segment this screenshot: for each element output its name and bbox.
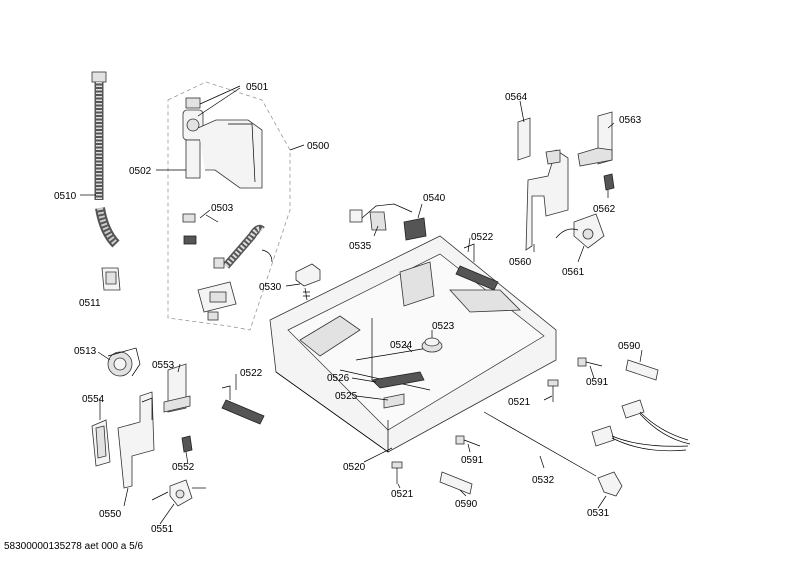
part-drain-hose (91, 71, 120, 248)
part-0550-bracket (117, 391, 155, 489)
assembly-outline-0500 (167, 81, 291, 331)
label-0503: 0503 (211, 203, 234, 214)
label-0535: 0535 (349, 241, 372, 252)
label-0560: 0560 (509, 257, 532, 268)
label-0524: 0524 (390, 340, 413, 351)
label-0551: 0551 (151, 524, 174, 535)
part-0553-bracket (163, 363, 191, 413)
label-0521-bottom: 0521 (391, 489, 414, 500)
label-0521-right: 0521 (508, 397, 531, 408)
label-0562: 0562 (593, 204, 616, 215)
part-cable-0535 (349, 203, 427, 241)
document-footer-code: 58300000135278 aet 000 a 5/6 (4, 541, 144, 552)
part-hose-clip (101, 267, 121, 291)
part-0590-strip-right (625, 359, 659, 381)
part-screw-0521-bottom (391, 461, 403, 484)
label-0522-top: 0522 (471, 232, 494, 243)
part-0551-sensor (151, 479, 206, 507)
part-0590-strip-bottom (439, 471, 473, 495)
label-0564: 0564 (505, 92, 528, 103)
part-0554-cover (91, 419, 111, 467)
label-0523: 0523 (432, 321, 455, 332)
part-pump-bracket (197, 281, 237, 321)
label-0590-right: 0590 (618, 341, 641, 352)
leader-lines (80, 85, 643, 525)
part-0530-plug (295, 263, 321, 301)
label-0531: 0531 (587, 508, 610, 519)
part-0560-bracket (517, 117, 569, 251)
part-screw-0521-right (547, 379, 559, 402)
part-base-tub (269, 235, 557, 453)
label-0522-left: 0522 (240, 368, 263, 379)
label-0510: 0510 (54, 191, 77, 202)
part-0563-bracket (577, 111, 615, 191)
label-0525: 0525 (335, 391, 358, 402)
label-0501: 0501 (246, 82, 269, 93)
label-0561: 0561 (562, 267, 585, 278)
label-0540: 0540 (423, 193, 446, 204)
label-0553: 0553 (152, 360, 175, 371)
label-0530: 0530 (259, 282, 282, 293)
label-0590-bottom: 0590 (455, 499, 478, 510)
label-0526: 0526 (327, 373, 350, 384)
part-screw-0591-bottom (455, 435, 481, 447)
part-screw-0591-right (577, 357, 603, 367)
part-pump-hose (213, 224, 273, 269)
label-0520: 0520 (343, 462, 366, 473)
label-0532: 0532 (532, 475, 555, 486)
label-0552: 0552 (172, 462, 195, 473)
label-0513: 0513 (74, 346, 97, 357)
label-0550: 0550 (99, 509, 122, 520)
part-labels: 0501 0500 0502 0503 0510 0511 0530 0535 … (54, 82, 642, 535)
part-0561-sensor (555, 213, 605, 249)
label-0500: 0500 (307, 141, 330, 152)
part-0513-pump (107, 347, 141, 377)
part-0522-rack-left (221, 385, 265, 425)
part-0531-plug (597, 471, 623, 497)
part-0503-fitting (182, 213, 219, 245)
part-wire-harness (591, 399, 691, 452)
part-0522-rack-top (455, 243, 499, 291)
label-0502: 0502 (129, 166, 152, 177)
label-0554: 0554 (82, 394, 105, 405)
label-0563: 0563 (619, 115, 642, 126)
part-pump-motor (182, 97, 263, 189)
part-0552-clip (181, 435, 193, 453)
label-0591-bottom: 0591 (461, 455, 484, 466)
label-0511: 0511 (79, 298, 101, 309)
part-0532-rod (483, 411, 597, 477)
label-0591-right: 0591 (586, 377, 609, 388)
